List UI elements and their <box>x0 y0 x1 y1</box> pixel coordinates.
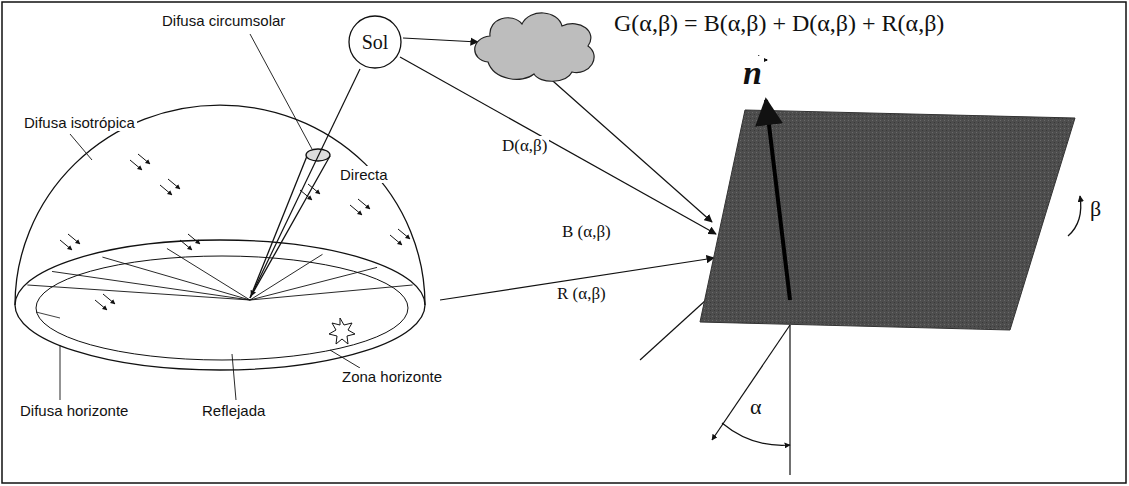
sky-dome <box>15 105 425 370</box>
angle-symbol: α <box>748 394 764 419</box>
dome-ray <box>250 267 377 300</box>
diffuse-arrow <box>168 179 180 189</box>
component-label: Directa <box>338 166 390 183</box>
tilted-plane <box>700 110 1075 330</box>
diffuse-arrow <box>358 199 370 209</box>
dome-ray <box>27 285 250 300</box>
horizon-tick <box>36 312 60 318</box>
diffuse-arrow <box>138 154 150 164</box>
component-label: Difusa circumsolar <box>160 12 287 29</box>
tilt-angle <box>1068 196 1081 236</box>
leader-lines <box>60 34 360 400</box>
component-label: Difusa horizonte <box>18 402 130 419</box>
diffuse-arrow <box>308 184 320 194</box>
dome-ray <box>102 257 250 300</box>
diffuse-arrow <box>60 240 72 250</box>
dome-ray <box>52 271 250 300</box>
cloud <box>475 13 594 81</box>
equation: G(α,β) = B(α,β) + D(α,β) + R(α,β) <box>612 10 946 38</box>
azimuth-angle <box>712 325 790 475</box>
component-label: Difusa isotrópica <box>22 114 137 131</box>
irradiance-label: D(α,β) <box>500 136 549 156</box>
diffuse-arrow <box>160 185 172 195</box>
diffuse-arrow <box>390 235 402 245</box>
sun-circle: Sol <box>348 15 402 69</box>
irradiance-label: B (α,β) <box>560 222 613 242</box>
diffuse-arrow <box>188 234 200 244</box>
diffuse-arrow <box>398 229 410 239</box>
component-label: Reflejada <box>200 402 267 419</box>
diffuse-arrow <box>350 205 362 215</box>
diffuse-arrow <box>130 160 142 170</box>
diffuse-arrows <box>60 154 410 310</box>
component-label: Zona horizonte <box>340 368 444 385</box>
node-label: Sol <box>362 31 389 54</box>
diffuse-arrow <box>103 294 115 304</box>
dome-ray <box>250 254 323 300</box>
radiation-beams <box>251 38 716 360</box>
normal-symbol: n <box>741 56 764 90</box>
normal-vector <box>766 100 790 300</box>
diffuse-arrow <box>95 300 107 310</box>
angle-symbol: β <box>1088 196 1103 221</box>
diffuse-arrow <box>68 234 80 244</box>
dome-ray <box>250 285 413 300</box>
dome-ray <box>167 248 250 300</box>
diffuse-arrow <box>180 240 192 250</box>
irradiance-label: R (α,β) <box>555 284 608 304</box>
